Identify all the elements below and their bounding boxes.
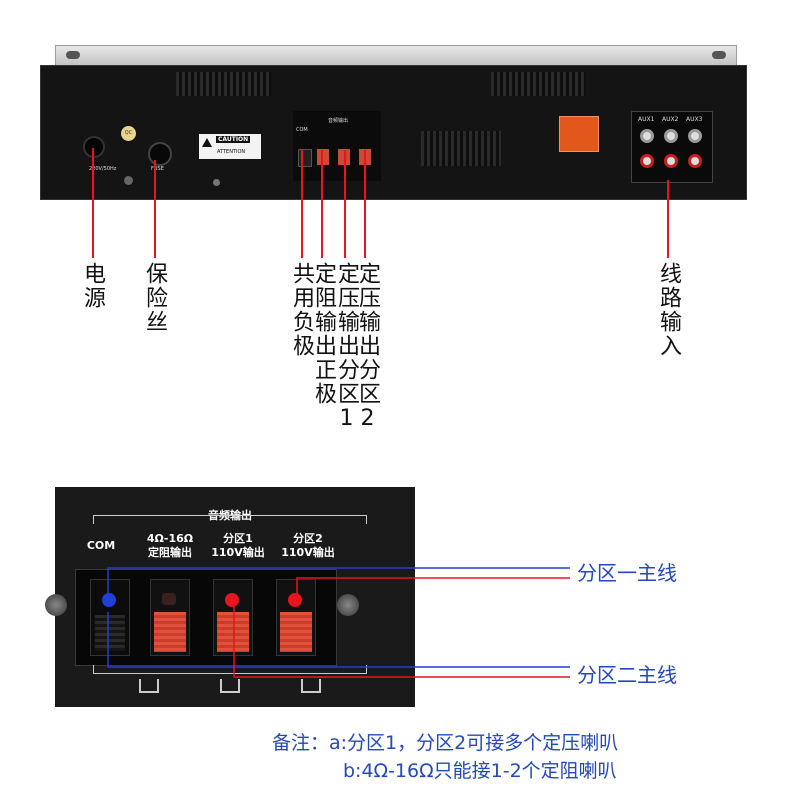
ground-symbol-icon-2 <box>220 679 240 693</box>
ground-symbol-icon-1 <box>139 679 159 693</box>
ground-symbol-icon-3 <box>301 679 321 693</box>
aux1-white-jack[interactable] <box>640 129 654 143</box>
zone1-main-wire-label: 分区一主线 <box>577 561 677 585</box>
zone1-red-wire-dot <box>225 593 239 607</box>
ground-screw-icon <box>124 176 133 185</box>
attention-title: ATTENTION <box>217 149 246 155</box>
aux3-label: AUX3 <box>686 116 703 123</box>
aux1-label: AUX1 <box>638 116 655 123</box>
caution-label: CAUTION ATTENTION <box>199 134 261 159</box>
callout-power: 电源 <box>80 262 105 310</box>
mounting-screw-left-icon <box>45 594 67 616</box>
aux3-red-jack[interactable] <box>688 154 702 168</box>
aux-input-block: AUX1 AUX2 AUX3 <box>631 111 713 183</box>
zone1-lever <box>217 612 249 652</box>
fuse-label: FUSE <box>151 166 164 172</box>
voltage-label: 220V/50Hz <box>89 166 117 172</box>
note-line-1: 备注：a:分区1，分区2可接多个定压喇叭 <box>272 732 619 754</box>
fuse-holder[interactable] <box>148 142 172 166</box>
vent-top-left <box>176 72 271 96</box>
com-blue-wire-dot <box>102 593 116 607</box>
callout-fixed-impedance: 定阻输出正极 <box>311 262 336 406</box>
zoom-terminal-zone1[interactable] <box>213 579 253 656</box>
callout-zone1: 定压输出分区1 <box>334 262 359 433</box>
rack-hole-right <box>712 51 726 59</box>
mounting-screw-right-icon <box>337 594 359 616</box>
screw-icon <box>213 179 220 186</box>
amplifier-rear-panel: 220V/50Hz QC FUSE CAUTION ATTENTION 音频输出… <box>40 65 747 200</box>
note-line-2: b:4Ω-16Ω只能接1-2个定阻喇叭 <box>343 760 617 782</box>
header-bracket <box>93 515 367 524</box>
vent-top-right <box>491 72 586 96</box>
zoom-col-zone1: 分区1 110V输出 <box>203 532 273 560</box>
bottom-bracket <box>93 665 367 674</box>
terminal-zoom-view: 音频输出 COM 4Ω-16Ω 定阻输出 分区1 110V输出 分区2 110V… <box>45 487 415 707</box>
zone2-red-wire-dot <box>288 593 302 607</box>
callout-line-input: 线路输入 <box>656 262 681 358</box>
callout-common-negative: 共用负极 <box>289 262 314 358</box>
zoom-col-zone2-line1: 分区2 <box>293 532 323 545</box>
zoom-col-com: COM <box>86 539 116 552</box>
zone2-main-wire-label: 分区二主线 <box>577 663 677 687</box>
fixed-lever <box>154 612 186 652</box>
caution-title: CAUTION <box>216 136 251 143</box>
aux2-white-jack[interactable] <box>664 129 678 143</box>
zoom-col-zone2: 分区2 110V输出 <box>273 532 343 560</box>
fixed-hole <box>162 593 176 605</box>
aux2-label: AUX2 <box>662 116 679 123</box>
com-small: COM <box>296 127 308 133</box>
qc-badge-text: QC <box>124 130 133 136</box>
zoom-terminal-com[interactable] <box>90 579 130 656</box>
callout-zone2: 定压输出分区2 <box>355 262 380 433</box>
zoom-col-zone2-line2: 110V输出 <box>281 546 335 559</box>
zoom-col-fixed-line1: 4Ω-16Ω <box>146 532 194 545</box>
zoom-col-zone1-line2: 110V输出 <box>211 546 265 559</box>
zoom-terminal-fixed[interactable] <box>150 579 190 656</box>
aux2-red-jack[interactable] <box>664 154 678 168</box>
qc-badge: QC <box>121 126 136 141</box>
vent-middle <box>421 131 501 166</box>
warning-icon <box>202 138 212 147</box>
callout-fuse: 保险丝 <box>142 262 167 334</box>
rack-hole-left <box>66 51 80 59</box>
com-lever <box>95 615 125 651</box>
aux1-red-jack[interactable] <box>640 154 654 168</box>
zoom-terminal-zone2[interactable] <box>276 579 316 656</box>
zoom-col-zone1-line1: 分区1 <box>223 532 253 545</box>
zone2-lever <box>280 612 312 652</box>
output-header-small: 音频输出 <box>328 118 349 124</box>
zoom-col-fixed-line2: 定阻输出 <box>148 546 192 559</box>
product-sticker <box>559 116 599 152</box>
output-terminal-block: 音频输出 COM <box>293 111 381 181</box>
aux3-white-jack[interactable] <box>688 129 702 143</box>
zoom-col-fixed: 4Ω-16Ω 定阻输出 <box>135 532 205 560</box>
